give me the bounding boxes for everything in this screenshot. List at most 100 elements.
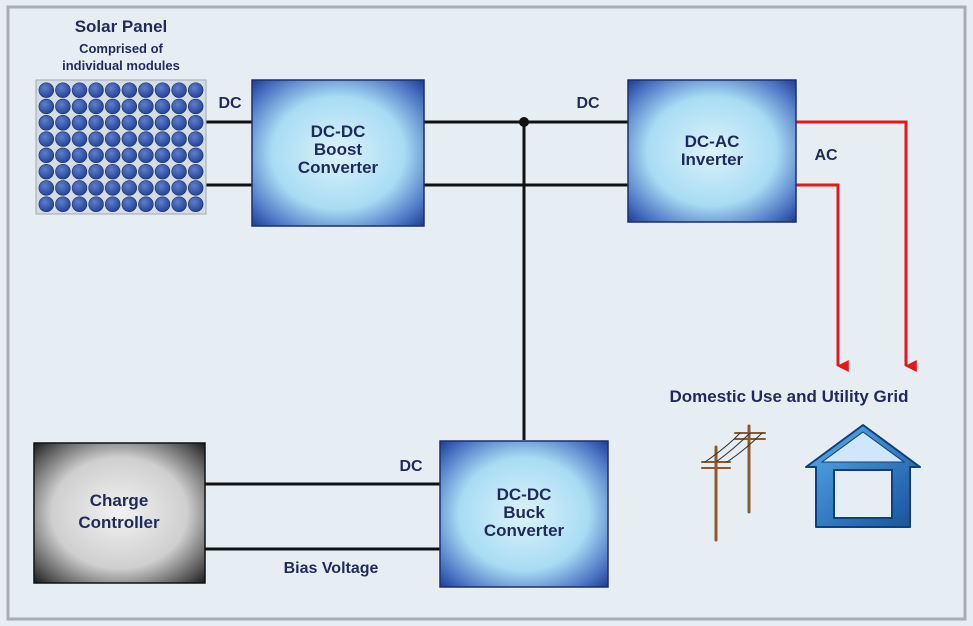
- solar-cell: [88, 131, 104, 147]
- solar-cell: [88, 163, 104, 180]
- solar-cell: [71, 163, 88, 180]
- solar-cell: [154, 180, 171, 196]
- charge-line-2: Controller: [78, 513, 160, 532]
- grid-title: Domestic Use and Utility Grid: [670, 387, 909, 406]
- solar-cell: [188, 115, 204, 131]
- solar-cell: [171, 98, 187, 115]
- solar-cell: [88, 147, 104, 164]
- solar-cell: [138, 131, 154, 147]
- solar-cell: [71, 82, 88, 98]
- solar-cell: [104, 98, 121, 115]
- solar-cell: [104, 115, 121, 131]
- solar-cell: [121, 115, 138, 131]
- solar-cell: [154, 115, 171, 131]
- ac-wire-inner: [796, 183, 849, 372]
- solar-cell: [171, 147, 187, 164]
- solar-cell: [88, 98, 104, 115]
- dc-label-buck: DC: [399, 458, 423, 475]
- solar-cell: [188, 131, 204, 147]
- solar-cell: [55, 180, 71, 196]
- solar-cell: [88, 196, 104, 212]
- junction-dot: [519, 117, 529, 127]
- solar-cell: [71, 98, 88, 115]
- solar-cell: [138, 196, 154, 212]
- solar-cell: [38, 115, 54, 131]
- bias-voltage-label: Bias Voltage: [284, 560, 379, 577]
- solar-cell: [38, 98, 54, 115]
- solar-panel-subtitle-2: individual modules: [62, 58, 180, 73]
- solar-cell: [121, 98, 138, 115]
- solar-cell: [38, 147, 54, 164]
- inverter-block: [627, 79, 797, 223]
- solar-cell: [88, 115, 104, 131]
- solar-cell: [171, 82, 187, 98]
- solar-cell: [154, 82, 171, 98]
- solar-cell: [38, 131, 54, 147]
- solar-cell: [71, 115, 88, 131]
- solar-cell: [171, 196, 187, 212]
- solar-cell: [121, 196, 138, 212]
- solar-cell: [121, 180, 138, 196]
- solar-cell: [188, 82, 204, 98]
- solar-cell: [121, 147, 138, 164]
- charge-line-1: Charge: [90, 491, 149, 510]
- utility-pole-icon: [701, 424, 766, 542]
- boost-converter-block: [251, 79, 425, 227]
- solar-cell: [104, 180, 121, 196]
- solar-cell: [104, 82, 121, 98]
- solar-cell: [104, 196, 121, 212]
- solar-cell: [138, 163, 154, 180]
- solar-cell: [55, 82, 71, 98]
- solar-cell: [88, 180, 104, 196]
- solar-cell: [171, 163, 187, 180]
- dc-wires: [205, 120, 628, 551]
- solar-cell: [71, 180, 88, 196]
- solar-panel-subtitle-1: Comprised of: [79, 41, 163, 56]
- solar-cell: [138, 115, 154, 131]
- solar-cell: [154, 131, 171, 147]
- solar-cell: [188, 196, 204, 212]
- solar-cell: [121, 82, 138, 98]
- solar-cell: [121, 163, 138, 180]
- solar-cell: [104, 147, 121, 164]
- solar-cell: [154, 147, 171, 164]
- solar-cell: [154, 163, 171, 180]
- solar-cell: [38, 180, 54, 196]
- solar-cell: [55, 163, 71, 180]
- buck-line-3: Converter: [484, 521, 565, 540]
- solar-cell: [138, 180, 154, 196]
- solar-cell: [138, 147, 154, 164]
- dc-label-bus: DC: [576, 95, 600, 112]
- solar-cell: [104, 131, 121, 147]
- solar-cell: [171, 115, 187, 131]
- solar-panel-cells: [38, 82, 204, 212]
- solar-cell: [55, 98, 71, 115]
- solar-cell: [138, 98, 154, 115]
- solar-cell: [154, 98, 171, 115]
- solar-panel-title: Solar Panel: [75, 17, 168, 36]
- solar-cell: [121, 131, 138, 147]
- buck-line-2: Buck: [503, 503, 545, 522]
- dc-label-panel: DC: [218, 95, 242, 112]
- solar-cell: [38, 163, 54, 180]
- solar-cell: [71, 131, 88, 147]
- solar-cell: [88, 82, 104, 98]
- solar-cell: [138, 82, 154, 98]
- solar-cell: [188, 98, 204, 115]
- charge-controller-block: [33, 442, 206, 584]
- ac-label: AC: [814, 147, 838, 164]
- solar-cell: [38, 82, 54, 98]
- solar-cell: [171, 131, 187, 147]
- solar-cell: [71, 147, 88, 164]
- boost-line-1: DC-DC: [311, 122, 366, 141]
- ac-wires: [796, 120, 917, 372]
- solar-cell: [188, 147, 204, 164]
- solar-cell: [55, 196, 71, 212]
- inverter-line-2: Inverter: [681, 150, 744, 169]
- solar-cell: [38, 196, 54, 212]
- solar-cell: [188, 180, 204, 196]
- solar-cell: [104, 163, 121, 180]
- inverter-line-1: DC-AC: [685, 132, 740, 151]
- house-icon: [805, 424, 921, 528]
